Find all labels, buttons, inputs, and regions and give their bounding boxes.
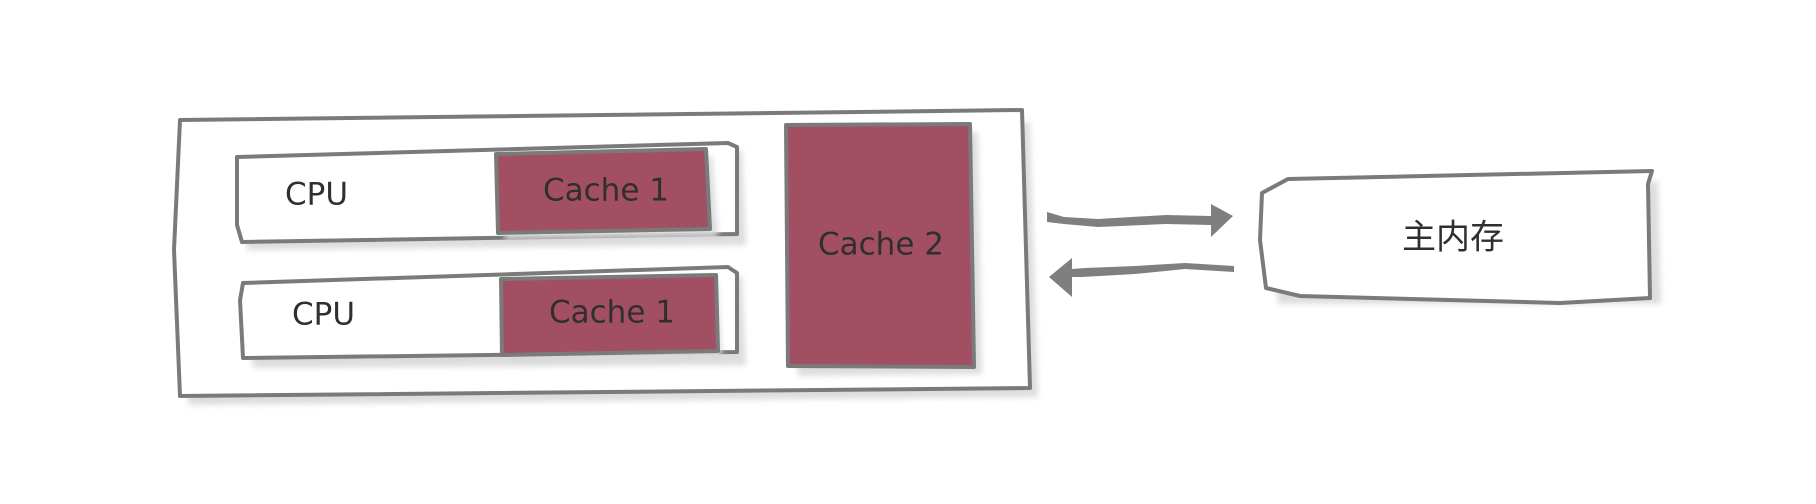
cache-1-a: Cache 1 [494,147,718,240]
cache-2-label: Cache 2 [818,227,944,263]
main-memory-label: 主内存 [1402,218,1504,258]
cache-2: Cache 2 [784,122,982,376]
cache-1-b: Cache 1 [499,273,722,362]
cpu-label: CPU [285,177,348,213]
data-flow-arrows [1047,204,1234,297]
cpu-label: CPU [292,297,355,333]
cache-1-label: Cache 1 [543,173,669,209]
arrow-left-icon [1049,258,1234,297]
cache-1-label: Cache 1 [549,295,675,331]
arrow-right-icon [1047,204,1233,237]
main-memory: 主内存 [1258,169,1661,305]
